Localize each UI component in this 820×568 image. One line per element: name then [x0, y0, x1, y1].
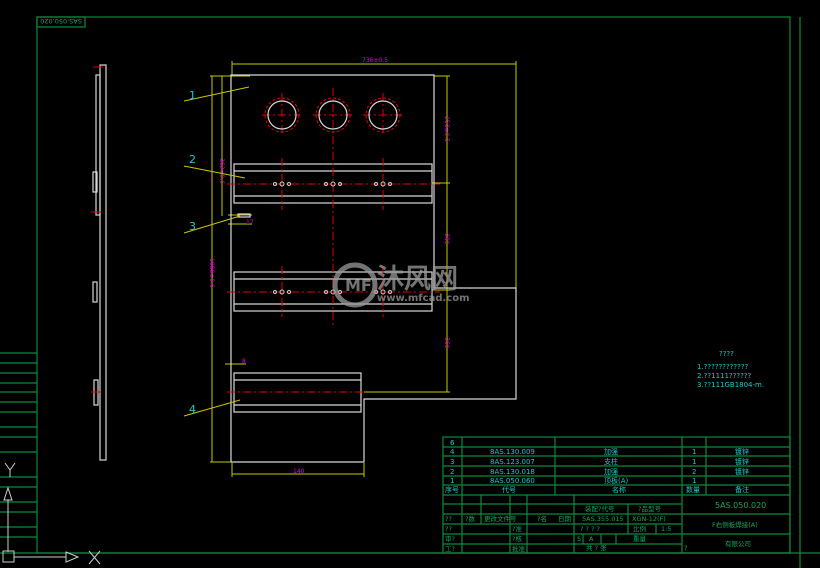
part-name: 顶板(A) — [604, 476, 629, 485]
scale-value: 1:5 — [661, 525, 671, 533]
label-proof: ?核 — [512, 534, 522, 543]
pillar-part — [237, 213, 251, 218]
parts-row: 1 8AS.050.060 顶板(A) 1 — [450, 476, 696, 485]
parts-row: 6 — [450, 439, 455, 447]
bolt-holes — [273, 181, 392, 295]
label-review: 审? — [445, 534, 455, 543]
main-plate-outline — [230, 74, 517, 463]
watermark: MF 沐风网 www.mfcad.com — [332, 262, 470, 308]
part-qty: 2 — [692, 468, 696, 476]
drawing-info: 装配?代号 ?品型号 5AS.355.015 XGN-12(F) ? ? ? ?… — [577, 501, 766, 552]
label-process: 工? — [445, 545, 455, 553]
sheet-label: 共 ? 张 — [586, 543, 607, 552]
label-standard: ?准 — [512, 524, 522, 533]
drawing-code: 5AS.050.020 — [715, 501, 766, 510]
note-line-1: 1.???????????? — [697, 363, 749, 371]
part-no: 2 — [450, 468, 454, 476]
stage-s: S — [577, 535, 581, 543]
revision-block: ?? ?数 更改文件号 ?名 日期 ?? ?准 审? ?核 工? 批准 — [445, 514, 572, 553]
drawing-name: F右侧板焊接(A) — [712, 520, 758, 529]
part-code: 8AS.130.018 — [490, 468, 535, 476]
bushing-holes — [264, 97, 401, 133]
parts-row: 3 8AS.123.007 支柱 1 镀锌 — [450, 457, 749, 466]
part-qty: 1 — [692, 477, 696, 485]
rev-label-sign: ?名 — [537, 514, 547, 523]
part-remark: 镀锌 — [735, 457, 749, 466]
centerlines — [227, 88, 440, 393]
mirrored-code-box — [36, 16, 86, 28]
dim-17: 17 — [246, 219, 254, 226]
stage-a: A — [589, 535, 594, 543]
dimension-lines — [210, 61, 517, 477]
part-qty: 1 — [692, 448, 696, 456]
part-name: 支柱 — [604, 457, 618, 466]
part-no: 4 — [450, 448, 455, 456]
label-approve: 批准 — [512, 544, 526, 553]
part-no: 3 — [450, 458, 454, 466]
title-block-grid — [442, 436, 791, 554]
rev-label-doc: 更改文件号 — [484, 514, 517, 523]
label-design: ?? — [445, 525, 452, 533]
dim-left-upper: 362±0.6 — [218, 158, 225, 184]
part-remark: 镀锌 — [735, 447, 749, 456]
notes-title: ???? — [719, 350, 734, 358]
header-qty: 数量 — [686, 485, 700, 494]
part-no: 6 — [450, 439, 455, 447]
leader-label-2: 2 — [189, 153, 196, 166]
leader-label-4: 4 — [189, 403, 196, 416]
dim-8: 8 — [242, 358, 246, 365]
part-name: 加强 — [604, 467, 618, 476]
stage-marks: ? ? ? ? — [580, 525, 600, 533]
dim-right-mid: 380 — [443, 233, 450, 245]
dim-bottom-width: 140 — [293, 468, 305, 475]
rev-label-mark: ?? — [445, 515, 452, 523]
scale-label: 比例 — [633, 524, 646, 533]
part-remark: 镀锌 — [735, 467, 749, 476]
watermark-url: www.mfcad.com — [377, 293, 470, 304]
rev-label-date: 日期 — [558, 515, 572, 523]
rev-label-count: ?数 — [465, 514, 475, 523]
header-name: 名称 — [612, 485, 626, 494]
assembly-code: 5AS.355.015 — [582, 515, 624, 523]
watermark-logo: MF — [345, 276, 372, 295]
company-name: 有限公司 — [725, 539, 751, 548]
weight-label: 重量 — [633, 535, 647, 543]
parts-row: 4 8AS.130.009 加强 1 镀锌 — [450, 447, 749, 456]
ucs-icon — [2, 462, 101, 565]
part-no: 1 — [450, 477, 454, 485]
part-code: 8AS.050.060 — [490, 477, 535, 485]
part-code: 8AS.123.007 — [490, 458, 535, 466]
side-view — [91, 64, 107, 461]
parts-row: 2 8AS.130.018 加强 2 镀锌 — [450, 467, 749, 476]
dim-left-total: 1000±0.6 — [208, 258, 215, 288]
note-line-2: 2.??1111?????? — [697, 372, 752, 380]
leader-label-1: 1 — [189, 89, 196, 102]
header-remark: 备注 — [735, 485, 749, 494]
parts-list: 6 4 8AS.130.009 加强 1 镀锌 3 8AS.123.007 支柱… — [445, 439, 749, 494]
part-leaders — [183, 86, 250, 417]
mirrored-code: SAS.050.020 — [40, 17, 82, 25]
parts-header: 序号 代号 名称 数量 备注 — [445, 485, 749, 494]
dim-top-width: 736±0.5 — [362, 57, 388, 64]
corner-mark: ? — [684, 544, 687, 552]
part-name: 加强 — [604, 447, 618, 456]
part-code: 8AS.130.009 — [490, 448, 535, 456]
watermark-brand: 沐风网 — [377, 264, 458, 295]
dim-right-lower: 360 — [443, 337, 450, 349]
left-margin-strip — [0, 352, 37, 538]
assembly-label: 装配?代号 — [585, 504, 615, 513]
product-label: ?品型号 — [638, 504, 661, 513]
part-qty: 1 — [692, 458, 696, 466]
leader-label-3: 3 — [189, 220, 196, 233]
header-no: 序号 — [445, 485, 459, 494]
note-line-3: 3.??111GB1804-m. — [697, 381, 764, 389]
dim-right-upper: 253±0.5 — [443, 116, 450, 142]
product-model: XGN-12(F) — [632, 515, 666, 523]
header-code: 代号 — [502, 485, 516, 494]
